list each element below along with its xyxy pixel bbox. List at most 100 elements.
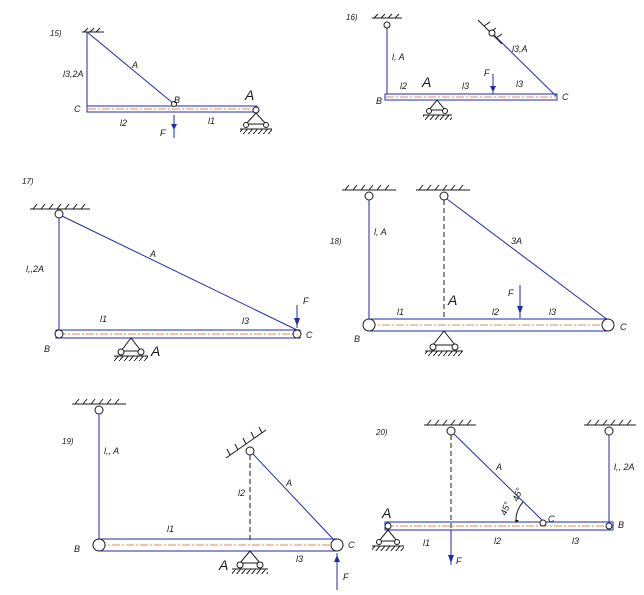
label-point-c: C (74, 104, 81, 114)
diagram-19: 19) l,, A A l2 B A C l1 l3 (62, 398, 355, 590)
label-seg-1: l2 (400, 81, 407, 91)
label-point-a: A (447, 292, 457, 308)
pin-top-icon (54, 209, 64, 219)
wall-support-icon (342, 184, 396, 191)
label-seg-1: l1 (100, 314, 107, 324)
diagram-16-number: 16) (346, 13, 358, 22)
pin-support-icon (372, 529, 404, 551)
label-rod-vertical: l,, 2A (614, 462, 635, 472)
rod-diagonal (252, 453, 335, 541)
label-dash: l2 (238, 488, 245, 498)
rod-diagonal (453, 433, 544, 522)
label-force: F (160, 128, 166, 138)
pin-top-icon (364, 191, 374, 201)
label-rod-vertical: l, A (392, 52, 405, 62)
label-angle-2: 45° (510, 486, 524, 503)
label-rod-vertical: l3,2A (63, 69, 84, 79)
label-force: F (484, 68, 490, 78)
diagram-19-number: 19) (62, 437, 74, 446)
label-seg-2: l1 (208, 116, 215, 126)
label-point-b: B (618, 520, 624, 530)
label-seg-2: l3 (242, 316, 249, 326)
label-rod-diagonal: 3A (511, 236, 522, 246)
label-rod-diagonal: A (131, 60, 138, 70)
label-point-a: A (381, 505, 391, 521)
label-point-a: A (218, 557, 228, 573)
diagram-20-number: 20) (375, 428, 388, 437)
pin-top-icon (604, 426, 614, 436)
pin-b-icon (92, 538, 106, 552)
label-point-a: A (421, 74, 431, 90)
rod-diagonal (446, 198, 609, 321)
label-angle-1: 45° (498, 500, 512, 517)
label-point-c: C (620, 322, 627, 332)
diagram-20: 20) A l,, 2A 45° 45° (372, 419, 636, 566)
angle-arc-icon (515, 501, 524, 523)
pin-c-icon (330, 538, 344, 552)
label-point-b: B (44, 344, 50, 354)
pin-support-icon (425, 330, 463, 356)
label-point-c: C (562, 92, 569, 102)
label-seg-1: l1 (397, 307, 404, 317)
label-point-c: C (306, 330, 313, 340)
wall-support-icon (72, 398, 126, 405)
pin-top-icon (488, 29, 496, 37)
diagram-16: 16) l, A l3,A B A C l2 l3 l3 (346, 13, 569, 120)
pin-top-icon (439, 191, 449, 201)
label-force: F (508, 288, 514, 298)
pin-a-icon (384, 522, 392, 530)
label-seg-1: l1 (423, 538, 430, 548)
label-point-b: B (74, 544, 80, 554)
label-seg-1: l1 (167, 524, 174, 534)
pin-top-icon (245, 446, 255, 456)
label-seg-2: l2 (494, 536, 501, 546)
label-seg-2: l3 (462, 81, 469, 91)
label-force: F (456, 556, 462, 566)
label-point-b: B (376, 96, 382, 106)
pin-b-icon (605, 522, 613, 530)
label-point-c: C (348, 540, 355, 550)
pin-top-icon (94, 405, 104, 415)
label-seg-2: l2 (492, 307, 499, 317)
diagram-17: 17) l,,2A A B A C l1 l3 F (22, 177, 313, 361)
label-point-b: B (174, 95, 180, 105)
pin-b-icon (171, 101, 177, 107)
label-rod-diagonal: A (495, 462, 502, 472)
diagram-15-number: 15) (50, 29, 62, 38)
label-rod-vertical: l,,2A (26, 264, 44, 274)
wall-support-icon (424, 419, 476, 426)
pin-support-icon (423, 99, 452, 120)
diagram-15: 15) l3,2A A C B A l2 l1 F (50, 27, 272, 138)
label-rod-vertical: l, A (374, 227, 387, 237)
label-force: F (303, 296, 309, 306)
pin-b-icon (362, 318, 376, 332)
pin-b-icon (54, 329, 64, 339)
label-rod-vertical: l,, A (104, 446, 119, 456)
pin-support-icon (114, 337, 148, 361)
beam (384, 93, 558, 101)
diagram-17-number: 17) (22, 177, 34, 186)
wall-support-icon (584, 419, 636, 426)
wall-support-icon (416, 184, 470, 191)
pin-a-icon (252, 106, 260, 114)
wall-support-icon (372, 13, 402, 19)
rod-diagonal (493, 34, 557, 97)
label-seg-2: l3 (296, 554, 303, 564)
label-rod-diagonal: A (285, 478, 292, 488)
diagram-18: 18) l, A 3A B A C l1 l2 l3 (330, 184, 627, 356)
pin-c-icon (292, 329, 302, 339)
label-rod-diagonal: l3,A (512, 44, 528, 54)
pin-c-icon (601, 318, 615, 332)
label-seg-3: l3 (549, 307, 556, 317)
label-point-a: A (150, 343, 160, 359)
wall-support-icon (30, 203, 90, 210)
label-seg-3: l3 (516, 79, 523, 89)
pin-top-icon (383, 21, 391, 29)
pin-support-icon (240, 112, 272, 134)
label-seg-1: l2 (120, 118, 127, 128)
label-seg-3: l3 (572, 536, 579, 546)
pin-top-icon (446, 426, 456, 436)
wall-support-icon (82, 27, 104, 33)
label-point-b: B (354, 334, 360, 344)
